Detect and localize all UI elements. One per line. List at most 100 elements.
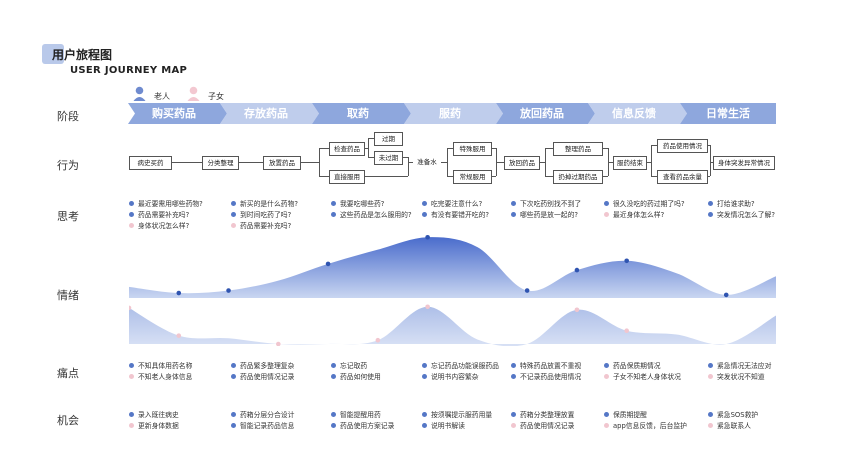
pain-point-item: 不知老人身体信息 (129, 372, 192, 383)
stage-label: 存放药品 (244, 107, 288, 120)
opportunity-item: 紧急联系人 (708, 421, 751, 432)
opportunity-item-text: 录入既往病史 (138, 411, 179, 419)
child-emotion-curve-point (375, 337, 381, 343)
action-box: 常规服用 (453, 170, 492, 184)
flow-connector (490, 176, 496, 177)
thought-item: 吃完要注意什么? (422, 199, 482, 210)
thought-item: 打给谁求助? (708, 199, 755, 210)
thought-item-text: 这些药品是怎么服用的? (340, 211, 412, 219)
elder-bullet-icon (511, 411, 516, 417)
thought-item: 身体状况怎么样? (129, 221, 189, 232)
flow-connector (363, 176, 408, 177)
elder-bullet-icon (604, 362, 609, 368)
flow-connector (368, 157, 374, 158)
thought-item: 药品需要补充吗? (231, 221, 291, 232)
row-label-pain: 痛点 (57, 367, 79, 380)
child-bullet-icon (604, 373, 609, 379)
pain-point-item: 药品繁多整理复杂 (231, 361, 294, 372)
flow-connector (710, 145, 711, 176)
pain-point-item-text: 紧急情况无法应对 (717, 362, 772, 370)
map-header: 用户旅程图 USER JOURNEY MAP (42, 44, 187, 76)
flow-connector (651, 145, 652, 176)
flow-connector (363, 148, 368, 149)
stage-chevron (312, 103, 411, 124)
flow-connector (545, 148, 553, 149)
child-emotion-curve-point (574, 307, 580, 313)
flow-connector (608, 162, 613, 163)
elder-bullet-icon (422, 422, 427, 428)
opportunity-item-text: 药箱分层分合设计 (240, 411, 295, 419)
pain-point-item: 药品保质期情况 (604, 361, 661, 372)
pain-point-item: 忘记取药 (331, 361, 367, 372)
flow-connector (447, 176, 453, 177)
child-emotion-curve-point (176, 333, 182, 338)
pain-point-item-text: 药品保质期情况 (613, 362, 661, 370)
thought-item-text: 打给谁求助? (717, 200, 755, 208)
thought-item: 有没有要错开吃的? (422, 210, 489, 221)
action-box: 检查药品 (329, 142, 365, 156)
elder-bullet-icon (708, 362, 713, 368)
row-label-stage: 阶段 (57, 110, 79, 123)
elder-bullet-icon (422, 362, 427, 368)
stage-chevron (128, 103, 227, 124)
stage-chevron (404, 103, 503, 124)
opportunity-item: 保质期提醒 (604, 410, 647, 421)
action-box: 放置药品 (263, 156, 301, 170)
flow-connector (441, 162, 447, 163)
pain-point-item: 说明书内容繁杂 (422, 372, 479, 383)
flow-connector (319, 148, 320, 176)
stage-label: 取药 (347, 107, 369, 120)
page-subtitle: USER JOURNEY MAP (70, 65, 188, 76)
flow-connector (706, 145, 710, 146)
opportunity-item-text: 紧急SOS救护 (717, 411, 759, 419)
pain-point-item-text: 不记录药品使用情况 (520, 373, 582, 381)
action-box: 药品使用情况 (657, 139, 708, 153)
flow-connector (170, 162, 202, 163)
thought-item-text: 很久没吃的药过期了吗? (613, 200, 685, 208)
pain-point-item-text: 说明书内容繁杂 (431, 373, 479, 381)
opportunity-item-text: 说明书解读 (431, 422, 465, 430)
pain-point-item-text: 忘记药品功能误服药品 (431, 362, 499, 370)
elder-emotion-curve-point (226, 288, 231, 293)
flow-connector (368, 138, 374, 139)
elder-emotion-curve-point (574, 267, 580, 273)
elder-bullet-icon (331, 411, 336, 417)
elder-emotion-curve-point (524, 288, 530, 293)
opportunity-item-text: 紧急联系人 (717, 422, 751, 430)
thought-item: 很久没吃的药过期了吗? (604, 199, 685, 210)
page-title: 用户旅程图 (52, 48, 113, 62)
elder-emotion-curve-point (723, 292, 729, 298)
pain-point-item-text: 忘记取药 (340, 362, 368, 370)
elder-bullet-icon (708, 411, 713, 417)
pain-point-item: 特殊药品放置不重视 (511, 361, 581, 372)
elder-bullet-icon (708, 211, 713, 217)
action-box: 分类整理 (202, 156, 239, 170)
opportunity-item: 智能记录药品信息 (231, 421, 294, 432)
opportunity-item: 录入既往病史 (129, 410, 179, 421)
elder-bullet-icon (129, 211, 134, 217)
row-label-thinking: 思考 (57, 210, 79, 223)
flow-connector (447, 148, 453, 149)
opportunity-item: 按须嘱提示服药用量 (422, 410, 492, 421)
child-bullet-icon (129, 373, 134, 379)
flow-connector (710, 162, 713, 163)
action-box: 整理药品 (553, 142, 603, 156)
opportunity-item-text: app信息反馈，后台监护 (613, 422, 687, 430)
action-box: 直接服用 (329, 170, 365, 184)
elder-bullet-icon (231, 211, 236, 217)
action-box: 过期 (374, 132, 403, 146)
elder-emotion-curve (129, 234, 776, 298)
thought-item-text: 有没有要错开吃的? (431, 211, 489, 219)
flow-connector (401, 157, 408, 158)
stage-label: 信息反馈 (612, 107, 656, 120)
action-box: 查看药品余量 (657, 170, 708, 184)
pain-point-item: 不记录药品使用情况 (511, 372, 581, 383)
child-bullet-icon (511, 422, 516, 428)
thought-item-text: 最近身体怎么样? (613, 211, 665, 219)
thought-item-text: 新买的是什么药物? (240, 200, 298, 208)
row-label-emotion: 情绪 (57, 289, 79, 302)
child-avatar-icon (187, 86, 200, 101)
thought-item: 新买的是什么药物? (231, 199, 298, 210)
